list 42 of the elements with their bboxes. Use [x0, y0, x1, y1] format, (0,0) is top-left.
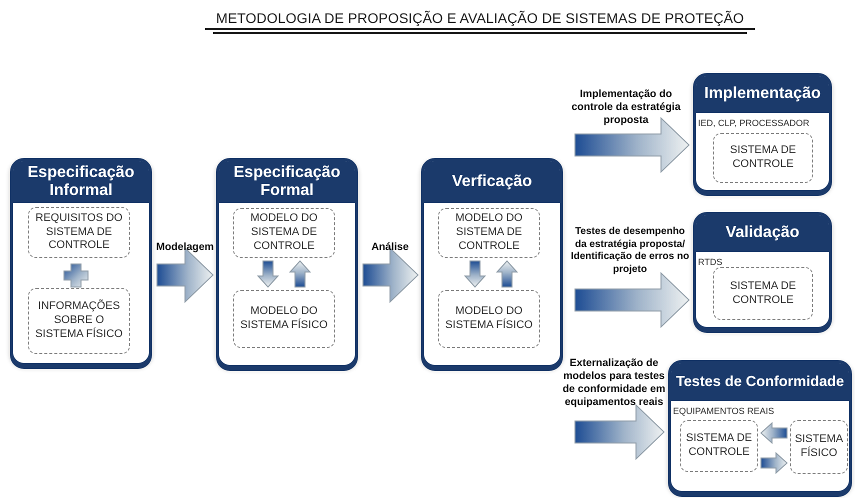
process-box: SISTEMA DE CONTROLE	[713, 267, 813, 320]
stage-panel	[668, 360, 852, 494]
block-arrow	[574, 272, 690, 328]
panel-heading: Validação	[696, 215, 829, 252]
panel-label: EQUIPAMENTOS REAIS	[673, 406, 774, 416]
process-box: MODELO DO SISTEMA FÍSICO	[233, 290, 335, 348]
process-box: MODELO DO SISTEMA DE CONTROLE	[438, 208, 540, 258]
panel-label: RTDS	[698, 257, 722, 267]
block-arrow	[574, 404, 665, 460]
edge-label: Análise	[370, 241, 410, 254]
block-arrow	[256, 260, 280, 288]
process-box: MODELO DO SISTEMA DE CONTROLE	[233, 208, 335, 258]
stage-panel	[216, 158, 358, 368]
panel-heading: Especificação Informal	[13, 161, 149, 203]
block-arrow	[288, 260, 312, 288]
edge-label: Implementação do controle da estratégia proposta	[570, 88, 682, 128]
panel-heading: Implementação	[696, 76, 829, 113]
process-box: SISTEMA FÍSICO	[790, 420, 848, 474]
block-arrow	[464, 260, 486, 288]
panel-heading: Testes de Conformidade	[671, 363, 849, 401]
process-box: MODELO DO SISTEMA FÍSICO	[438, 290, 540, 348]
edge-label: Externalização de modelos para testes de conformidade em equipamentos reais	[562, 357, 666, 410]
stage-panel	[693, 73, 832, 193]
edge-label: Modelagem	[155, 241, 215, 254]
panel-heading: Especificação Formal	[219, 161, 355, 203]
process-box: INFORMAÇÕES SOBRE O SISTEMA FÍSICO	[28, 288, 130, 354]
process-box: SISTEMA DE CONTROLE	[680, 420, 758, 472]
process-box: SISTEMA DE CONTROLE	[713, 133, 813, 183]
diagram-title: METODOLOGIA DE PROPOSIÇÃO E AVALIAÇÃO DE SISTEMAS DE PROTEÇÃO	[214, 10, 746, 26]
block-arrow	[760, 422, 788, 444]
stage-panel	[421, 158, 563, 368]
stage-panel	[693, 212, 832, 330]
process-box: REQUISITOS DO SISTEMA DE CONTROLE	[28, 207, 130, 258]
stage-panel	[10, 158, 152, 366]
edge-label: Testes de desempenho da estratégia proposta/ Identificação de erros no projeto	[570, 226, 690, 276]
block-arrow	[574, 116, 690, 174]
block-arrow	[156, 246, 214, 304]
block-arrow	[496, 260, 518, 288]
panel-label: IED, CLP, PROCESSADOR	[698, 118, 810, 128]
block-arrow	[362, 246, 419, 304]
panel-heading: Verficação	[424, 161, 560, 203]
block-arrow	[760, 452, 788, 474]
